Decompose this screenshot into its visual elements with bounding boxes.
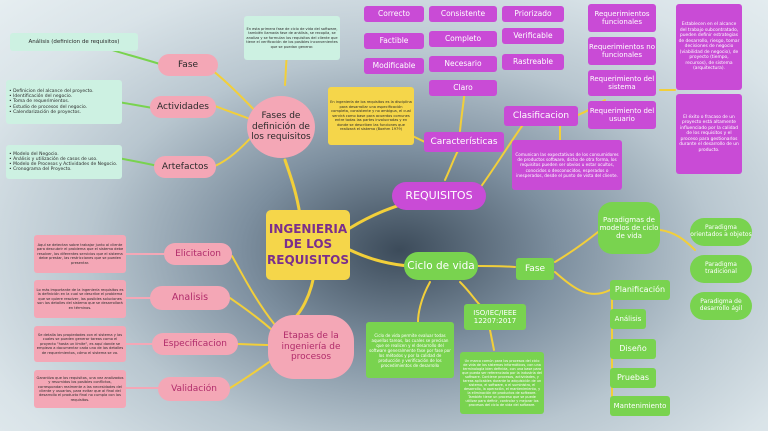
stage-item: Mantenimiento [610, 396, 670, 416]
fases-node: Fases de definición de los requisitos [247, 96, 315, 158]
fases-label: Fases de definición de los requisitos [251, 111, 311, 143]
stage-item: Diseño [610, 339, 656, 359]
iso-detail: Un marco común para los procesos del cic… [460, 352, 544, 414]
connector-artefactos-detail [117, 157, 159, 167]
requerimiento-tag: Requerimiento del sistema [588, 70, 656, 96]
stage-item: Pruebas [610, 368, 656, 388]
connector-fase-paradigmas [554, 231, 599, 263]
connector-center-ciclo [348, 248, 412, 268]
caracteristica-tag: Factible [364, 33, 424, 49]
artefactos-detail: • Modelo del Negocio. • Análisis y utili… [6, 145, 122, 179]
caracteristica-tag: Completo [429, 31, 497, 47]
clasificacion-note: Establecen en el alcance del trabajo sub… [676, 4, 742, 90]
center-node: INGENIERIA DE LOS REQUISITOS [266, 210, 350, 280]
requerimiento-tag: Requerimientos funcionales [588, 4, 656, 32]
etapas-node: Etapas de la ingeniería de procesos [268, 315, 354, 379]
caracteristica-tag: Modificable [364, 58, 424, 74]
caracteristicas-node: Características [424, 132, 504, 152]
actividades-detail: • Definicion del alcance del proyecto. •… [6, 80, 122, 124]
fase-node: Fase [158, 54, 218, 76]
stage-item: Planificación [610, 280, 670, 300]
fase-detail: Análisis (definicion de requisitos) [10, 33, 138, 51]
paradigma-item: Paradigma tradicional [690, 255, 752, 283]
etapa-elicitacion-node: Elicitacion [164, 243, 232, 265]
connector-etapas-validacion [229, 359, 273, 389]
connector-iso-detail [489, 329, 495, 351]
iso-node: ISO/IEC/IEEE 12207:2017 [464, 304, 526, 330]
paradigma-item: Paradigma orientados a objetos [690, 218, 752, 246]
caracteristica-tag: Verificable [502, 28, 564, 44]
caracteristica-tag: Correcto [364, 6, 424, 22]
caracteristica-tag: Rastreable [502, 54, 564, 70]
stage-item: Análisis [610, 309, 646, 329]
artefactos-node: Artefactos [154, 156, 216, 178]
etapa-especificacion-detail: Se detalla las propiedades con el sistem… [34, 326, 126, 362]
caracteristica-tag: Claro [429, 80, 497, 96]
etapa-elicitacion-detail: Aquí se detectan sobre trabajar junto al… [34, 235, 126, 273]
paradigma-item: Paradigma de desarrollo ágil [690, 292, 752, 320]
connector-paradigmas-items [659, 229, 696, 251]
etapa-analisis-detail: Lo más importante de la ingeniería requi… [34, 280, 126, 318]
center-label: INGENIERIA DE LOS REQUISITOS [267, 221, 349, 267]
ciclo-node: Ciclo de vida [404, 252, 478, 280]
requerimiento-tag: Requerimiento del usuario [588, 101, 656, 129]
connector-actividades-detail [117, 101, 154, 109]
clasificacion-node: Clasificacion [504, 106, 578, 126]
connector-fase-stages [554, 271, 611, 295]
clasificacion-note: El éxito o fracaso de un proyecto está a… [676, 94, 742, 174]
caracteristica-tag: Necesario [429, 56, 497, 72]
requisitos-node: REQUISITOS [392, 182, 486, 210]
fases-description: En esta primera fase de ciclo de vida de… [244, 16, 340, 60]
connector-center-fases [283, 158, 302, 217]
caracteristicas-definition: En ingeniería de los requisitos es la di… [328, 87, 414, 145]
requerimiento-tag: Requerimientos no funcionales [588, 37, 656, 65]
connector-ciclo-iso [459, 281, 481, 306]
connector-etapas-elicitacion [231, 255, 276, 326]
caracteristica-tag: Priorizado [502, 6, 564, 22]
etapa-especificacion-node: Especificacion [152, 333, 238, 355]
connector-ciclo-fase [477, 265, 516, 268]
paradigmas-node: Paradigmas de modelos de ciclo de vida [598, 202, 660, 254]
etapa-validacion-node: Validación [158, 377, 230, 401]
actividades-node: Actividades [150, 96, 216, 118]
etapa-validacion-detail: Garantiza que los requisitos, una vez an… [34, 370, 126, 408]
connector-etapas-analisis [229, 297, 273, 331]
ciclo-fase-node: Fase [516, 258, 554, 280]
connector-etapas-especificacion [237, 343, 271, 346]
ciclo-definition: Ciclo de vida permite evaluar todas aque… [366, 322, 454, 378]
etapa-analisis-node: Analisis [150, 286, 230, 310]
clasificacion-description: Comunican las expectativas de los consum… [512, 140, 622, 190]
connector-ciclo-def [417, 281, 431, 323]
caracteristica-tag: Consistente [429, 6, 497, 22]
